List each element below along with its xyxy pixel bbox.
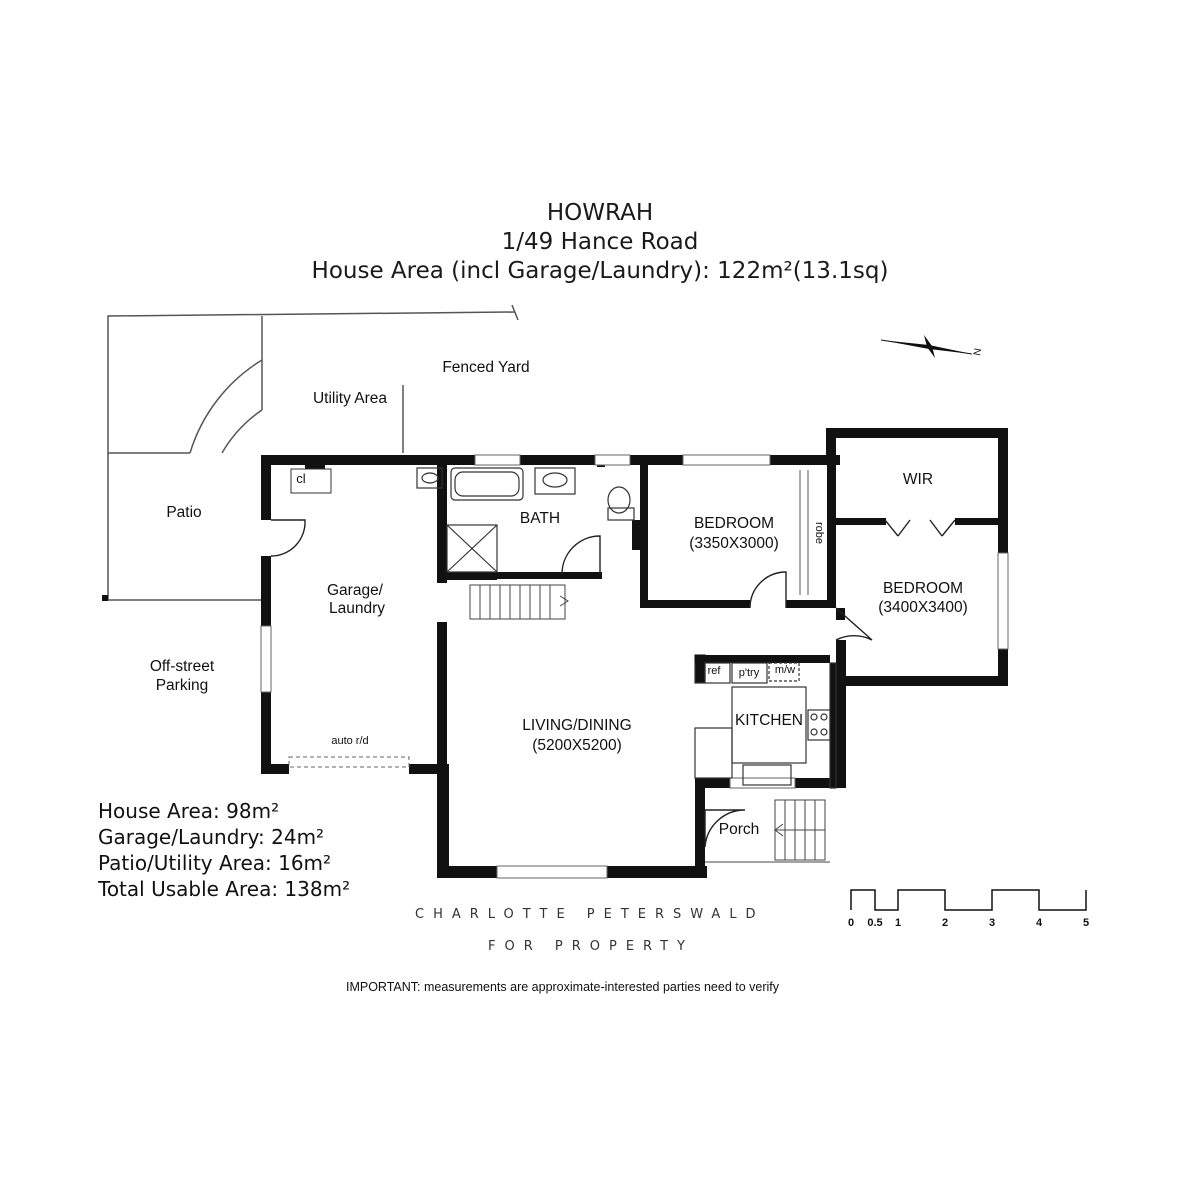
doors — [270, 470, 956, 848]
porch-label: Porch — [719, 821, 760, 838]
closet-outline — [290, 468, 332, 494]
patio-area-line: Patio/Utility Area: 16m² — [98, 851, 332, 875]
scale-label-5: 5 — [1083, 917, 1089, 929]
closet-label: cl — [296, 471, 306, 486]
fence-post — [102, 595, 108, 601]
kitchen-label: KITCHEN — [735, 712, 803, 729]
bath-fixtures — [416, 467, 635, 573]
utility-area-label: Utility Area — [313, 390, 387, 407]
bedroom1-label: BEDROOM — [694, 515, 774, 532]
microwave-label: m/w — [775, 664, 795, 676]
scale-bar — [850, 889, 1087, 911]
off-street-label-2: Parking — [156, 677, 209, 694]
suburb-title: HOWRAH — [546, 200, 654, 226]
living-size: (5200X5200) — [532, 737, 622, 754]
bedroom2-label: BEDROOM — [883, 580, 963, 597]
scale-label-0-5: 0.5 — [867, 917, 882, 929]
house-area-line: House Area: 98m² — [98, 799, 280, 823]
scale-label-4: 4 — [1036, 917, 1043, 929]
house-area-title: House Area (incl Garage/Laundry): 122m²(… — [311, 258, 889, 284]
ref-label: ref — [708, 665, 722, 677]
total-area-line: Total Usable Area: 138m² — [98, 877, 351, 901]
bath-label: BATH — [520, 510, 560, 527]
compass-arrow-icon — [880, 335, 973, 358]
garage-label-1: Garage/ — [327, 582, 384, 599]
disclaimer-note: IMPORTANT: measurements are approximate-… — [345, 980, 780, 994]
scale-label-2: 2 — [942, 917, 948, 929]
interior-walls — [305, 455, 1000, 772]
address-title: 1/49 Hance Road — [501, 229, 699, 255]
stairs — [469, 584, 830, 863]
scale-label-0: 0 — [848, 917, 854, 929]
fenced-yard-label: Fenced Yard — [442, 359, 529, 376]
bedroom1-size: (3350X3000) — [689, 535, 779, 552]
compass-north-label: N — [972, 347, 984, 356]
windows — [260, 454, 1009, 879]
pantry-label: p'try — [739, 667, 760, 679]
exterior-walls — [261, 428, 1008, 878]
garage-area-line: Garage/Laundry: 24m² — [98, 825, 325, 849]
scale-label-1: 1 — [895, 917, 901, 929]
brand-name: CHARLOTTE PETERSWALD — [415, 907, 765, 922]
bedroom2-size: (3400X3400) — [878, 599, 968, 616]
kitchen-fixtures — [694, 654, 837, 789]
off-street-label-1: Off-street — [150, 658, 215, 675]
brand-tagline: FOR PROPERTY — [488, 939, 695, 954]
patio-label: Patio — [166, 504, 201, 521]
fence-lines — [107, 304, 519, 601]
auto-door-label: auto r/d — [331, 735, 368, 747]
wir-label: WIR — [903, 471, 933, 488]
garage-label-2: Laundry — [329, 600, 385, 617]
robe-label: robe — [813, 522, 825, 544]
area-summary: House Area: 98m² Garage/Laundry: 24m² Pa… — [98, 798, 350, 902]
scale-labels: 0 0.5 1 2 3 4 5 — [848, 917, 1089, 929]
living-label: LIVING/DINING — [522, 717, 631, 734]
scale-label-3: 3 — [989, 917, 995, 929]
